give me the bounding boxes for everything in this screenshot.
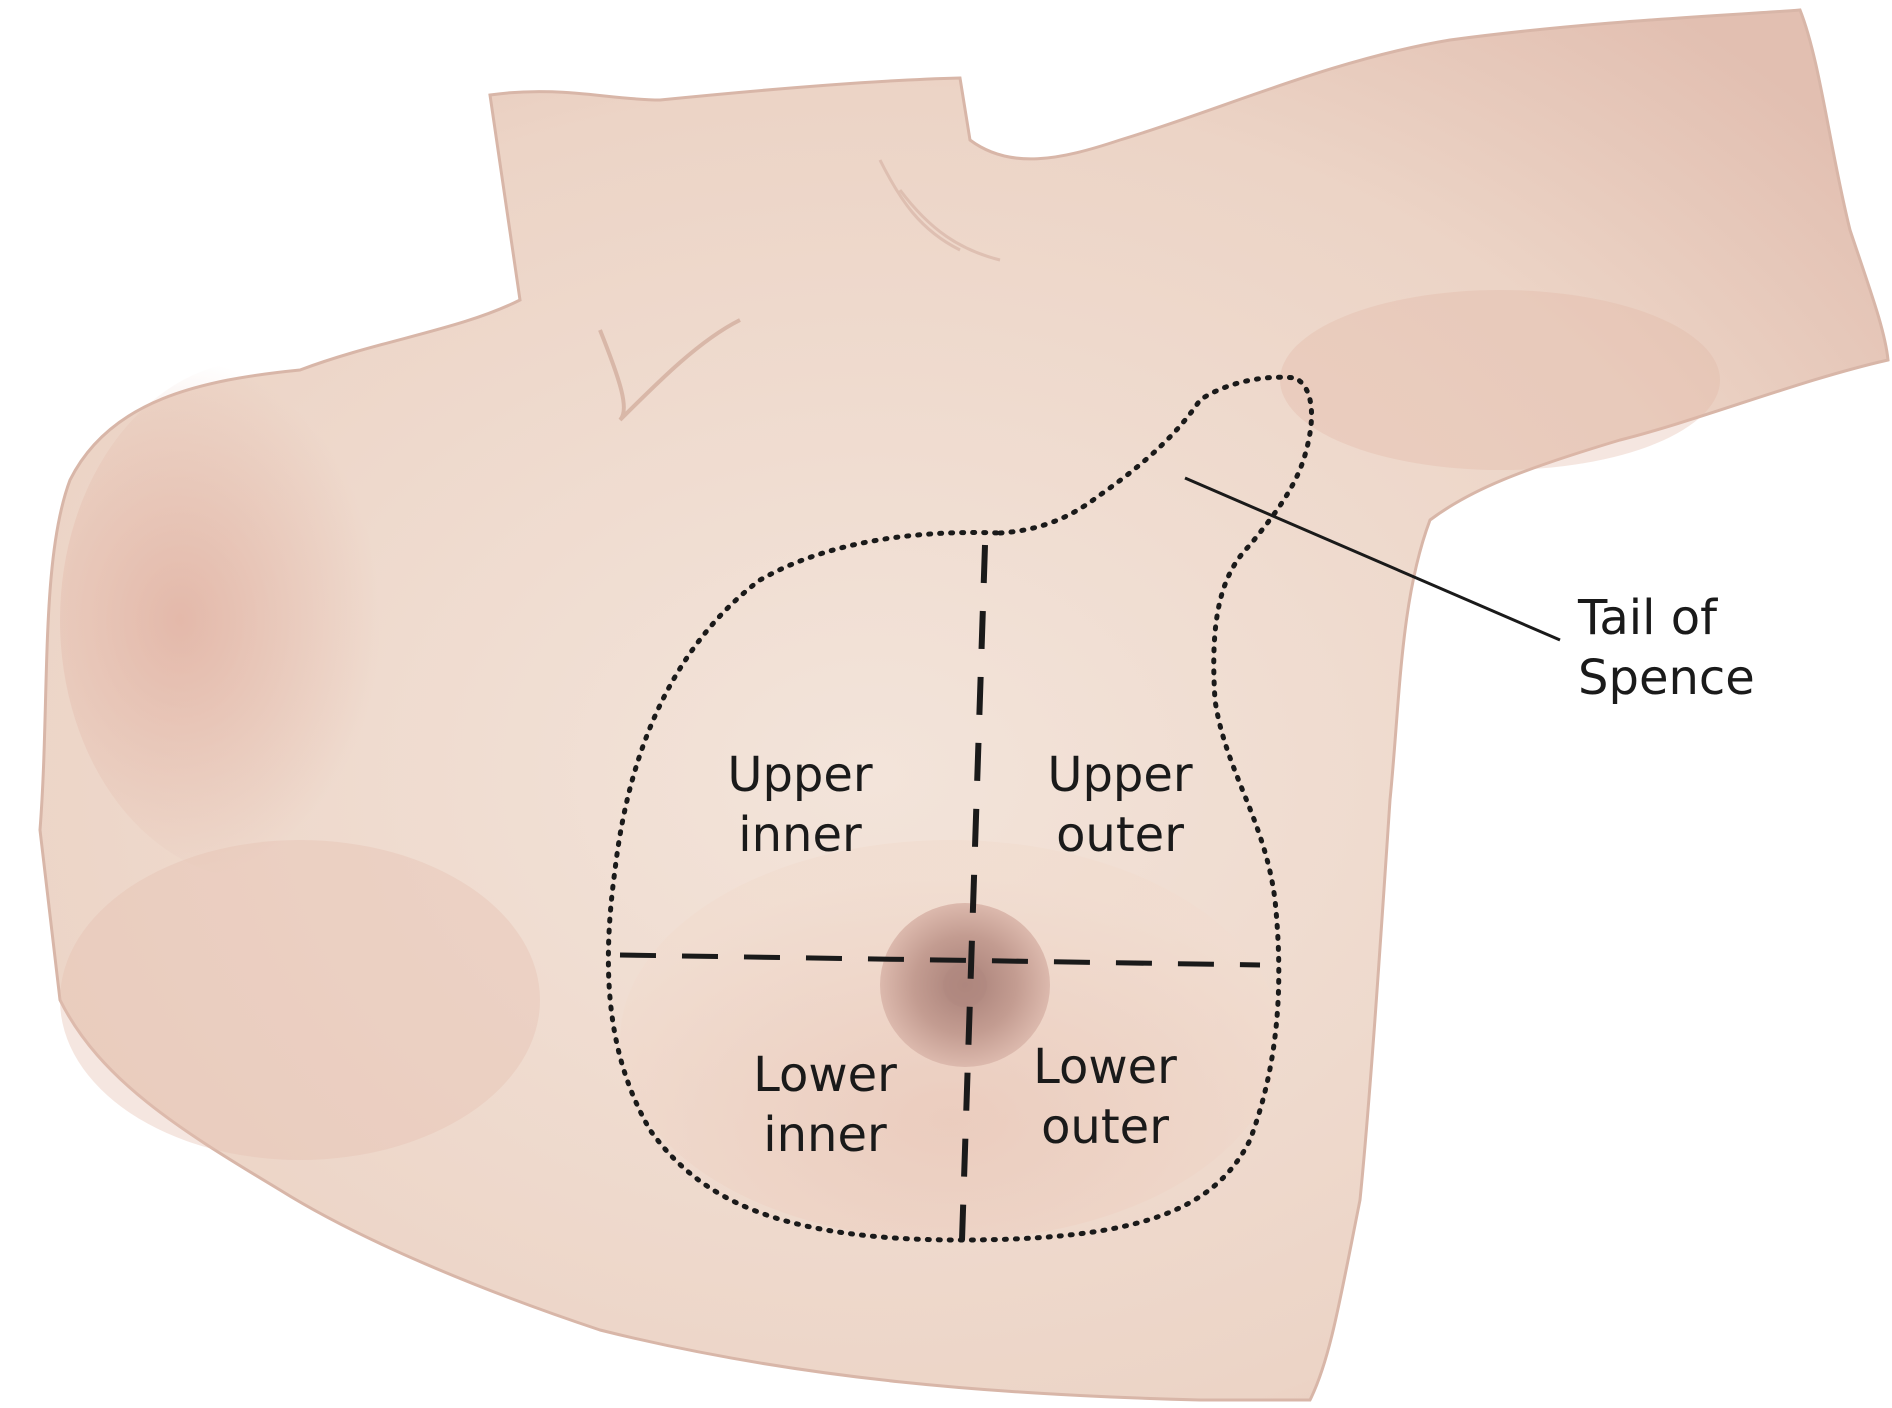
label-tail-of-spence-line1: Tail of <box>1578 588 1755 648</box>
label-lower-inner-line2: inner <box>725 1105 925 1165</box>
label-upper-inner: Upper inner <box>700 745 900 865</box>
left-breast-shadow <box>60 840 540 1160</box>
arm-shadow <box>1280 290 1720 470</box>
nipple <box>943 963 987 1007</box>
label-tail-of-spence: Tail of Spence <box>1578 588 1755 708</box>
label-upper-inner-line2: inner <box>700 805 900 865</box>
label-lower-outer-line2: outer <box>1005 1097 1205 1157</box>
label-lower-outer: Lower outer <box>1005 1037 1205 1157</box>
label-lower-inner-line1: Lower <box>725 1045 925 1105</box>
label-upper-outer-line2: outer <box>1020 805 1220 865</box>
label-upper-inner-line1: Upper <box>700 745 900 805</box>
label-lower-inner: Lower inner <box>725 1045 925 1165</box>
label-upper-outer-line1: Upper <box>1020 745 1220 805</box>
label-tail-of-spence-line2: Spence <box>1578 648 1755 708</box>
label-upper-outer: Upper outer <box>1020 745 1220 865</box>
shoulder-shadow <box>60 360 460 880</box>
label-lower-outer-line1: Lower <box>1005 1037 1205 1097</box>
